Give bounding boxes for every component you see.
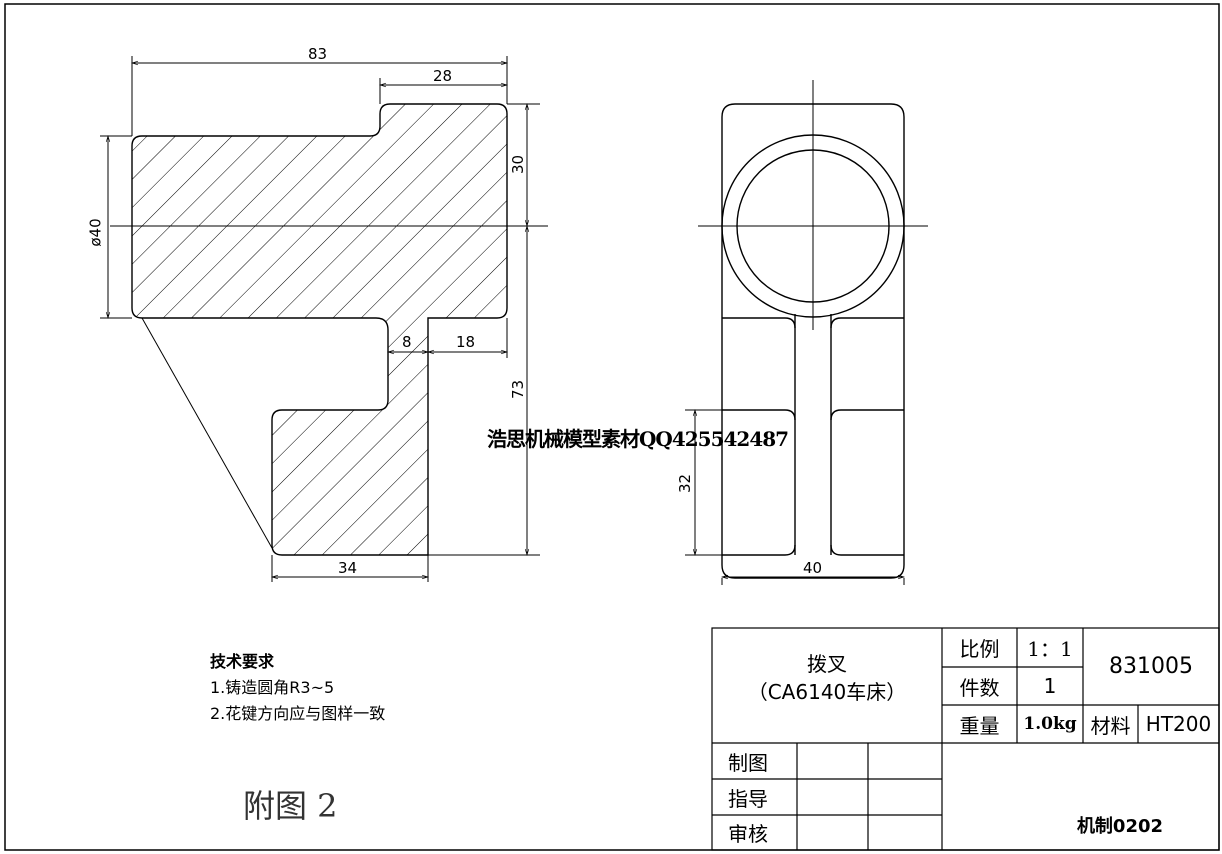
quantity-label: 件数 — [959, 675, 1000, 700]
quantity-value: 1 — [1043, 674, 1057, 698]
section-view — [131, 103, 508, 556]
figure-label: 附图 2 — [243, 787, 338, 825]
dim-side-lower-height: 32 — [676, 473, 695, 494]
class-code: 机制0202 — [1076, 816, 1164, 837]
scale-value: 1：1 — [1027, 637, 1073, 661]
fillet-leader — [141, 317, 273, 549]
part-subtitle: （CA6140车床） — [747, 679, 907, 704]
material-value: HT200 — [1145, 712, 1212, 736]
dim-overall-length: 83 — [308, 45, 328, 63]
checked-by-label: 审核 — [728, 822, 768, 846]
drawing-border — [4, 3, 1220, 851]
dim-neck-width: 8 — [402, 333, 412, 351]
dim-half-height: 30 — [509, 154, 528, 175]
drawn-by-label: 制图 — [728, 750, 768, 775]
material-label: 材料 — [1090, 713, 1131, 738]
dim-top-step: 28 — [433, 67, 453, 85]
dim-neck-offset: 18 — [456, 333, 476, 351]
note-item: 1.铸造圆角R3~5 — [210, 678, 335, 697]
drawing-number: 831005 — [1109, 654, 1193, 679]
dim-lower-width: 34 — [338, 559, 358, 577]
title-block-grid — [711, 627, 1220, 851]
watermark: 浩思机械模型素材QQ425542487 — [487, 427, 789, 451]
scale-label: 比例 — [959, 637, 1000, 661]
dim-side-width: 40 — [803, 559, 823, 577]
weight-label: 重量 — [959, 713, 1000, 738]
dim-total-height: 73 — [509, 379, 528, 400]
weight-value: 1.0kg — [1023, 714, 1077, 734]
part-name: 拨叉 — [807, 651, 847, 676]
note-item: 2.花键方向应与图样一致 — [210, 704, 386, 723]
guided-by-label: 指导 — [728, 786, 768, 811]
dim-diameter: ø40 — [86, 218, 105, 247]
notes-title: 技术要求 — [210, 652, 275, 671]
